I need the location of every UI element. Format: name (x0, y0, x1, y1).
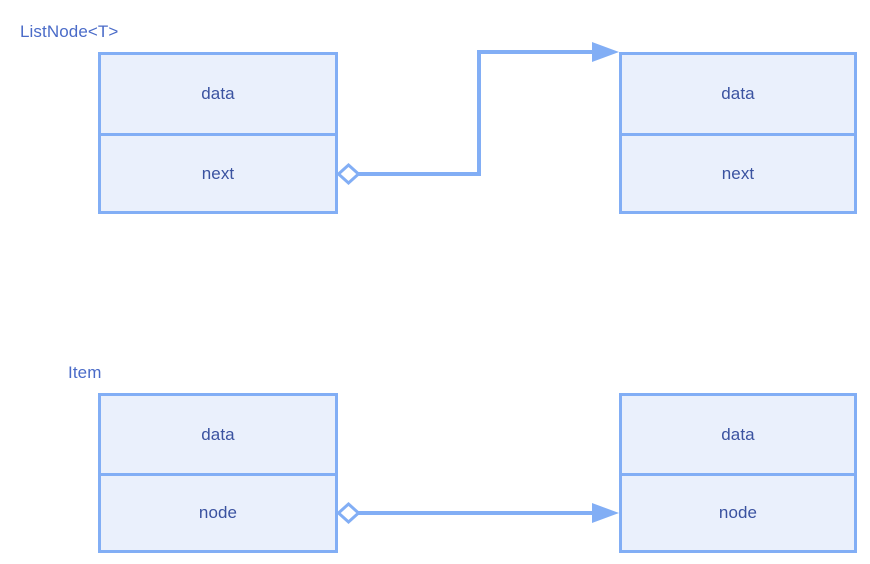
class-cell-data: data (101, 396, 335, 473)
class-box-listnode-2[interactable]: data next (619, 52, 857, 214)
class-cell-next: next (101, 133, 335, 211)
class-cell-node: node (622, 473, 854, 550)
class-box-item-1[interactable]: data node (98, 393, 338, 553)
arrowhead-icon (592, 503, 619, 523)
class-cell-data: data (101, 55, 335, 133)
class-box-listnode-1[interactable]: data next (98, 52, 338, 214)
class-cell-next: next (622, 133, 854, 211)
aggregation-diamond-icon (336, 501, 361, 525)
aggregation-diamond-icon (336, 162, 361, 186)
diagram-label-listnode: ListNode<T> (20, 22, 119, 41)
connector-listnode-path (357, 50, 604, 176)
connector-item-node (336, 501, 619, 525)
class-cell-node: node (101, 473, 335, 550)
class-cell-data: data (622, 55, 854, 133)
diagram-label-item: Item (68, 363, 102, 382)
connector-listnode-next (336, 42, 619, 186)
class-box-item-2[interactable]: data node (619, 393, 857, 553)
arrowhead-icon (592, 42, 619, 62)
class-cell-data: data (622, 396, 854, 473)
